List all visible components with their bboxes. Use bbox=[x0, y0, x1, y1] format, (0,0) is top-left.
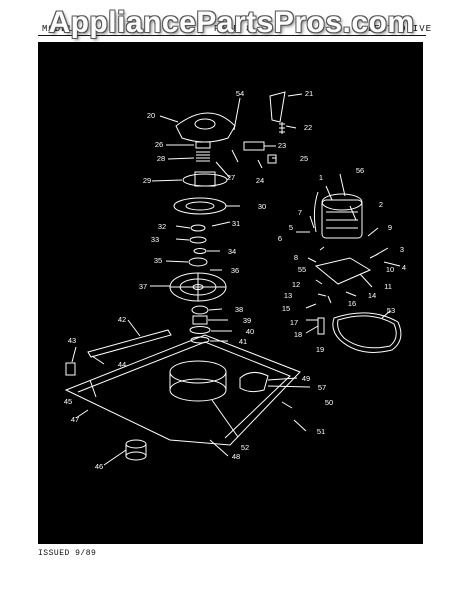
part-35 bbox=[188, 257, 208, 267]
part-19 bbox=[317, 317, 325, 335]
callout-9: 9 bbox=[388, 223, 392, 232]
watermark-logo: AppliancePartsPros.com bbox=[48, 6, 415, 39]
part-43 bbox=[65, 362, 76, 376]
part-34 bbox=[193, 248, 207, 254]
part-25 bbox=[267, 154, 277, 164]
callout-35: 35 bbox=[154, 256, 162, 265]
header-section: BELT DRIVE bbox=[368, 24, 433, 34]
callout-51: 51 bbox=[317, 427, 325, 436]
part-20-cover bbox=[175, 112, 236, 143]
callout-25: 25 bbox=[300, 154, 308, 163]
part-23 bbox=[243, 141, 265, 151]
callout-42: 42 bbox=[118, 315, 126, 324]
callout-3: 3 bbox=[400, 245, 404, 254]
callout-27: 27 bbox=[227, 173, 235, 182]
part-52-ring bbox=[169, 360, 227, 384]
callout-50: 50 bbox=[325, 398, 333, 407]
callout-47: 47 bbox=[71, 415, 79, 424]
part-42-rod bbox=[87, 329, 172, 358]
callout-22: 22 bbox=[304, 123, 312, 132]
part-32 bbox=[190, 224, 206, 232]
part-46-foot bbox=[125, 439, 147, 449]
callout-37: 37 bbox=[139, 282, 147, 291]
callout-1: 1 bbox=[319, 173, 323, 182]
callout-18: 18 bbox=[294, 330, 302, 339]
callout-11: 11 bbox=[384, 282, 392, 291]
callout-32: 32 bbox=[158, 222, 166, 231]
header-model: MODEL bbox=[42, 24, 75, 34]
callout-46: 46 bbox=[95, 462, 103, 471]
part-48-base bbox=[64, 334, 301, 446]
part-56-motor bbox=[321, 199, 363, 239]
callout-41: 41 bbox=[239, 337, 247, 346]
callout-8: 8 bbox=[294, 253, 298, 262]
part-39 bbox=[192, 315, 208, 325]
callout-31: 31 bbox=[232, 219, 240, 228]
callout-54: 54 bbox=[236, 89, 244, 98]
callout-29: 29 bbox=[143, 176, 151, 185]
callout-24: 24 bbox=[256, 176, 264, 185]
callout-55: 55 bbox=[298, 265, 306, 274]
callout-38: 38 bbox=[235, 305, 243, 314]
part-21 bbox=[269, 91, 286, 123]
callout-7: 7 bbox=[298, 208, 302, 217]
part-11-mount bbox=[314, 257, 372, 285]
part-30-ring bbox=[173, 197, 227, 215]
diagram-frame bbox=[38, 42, 423, 544]
callout-15: 15 bbox=[282, 304, 290, 313]
issue-date: ISSUED 9/89 bbox=[38, 549, 97, 558]
callout-44: 44 bbox=[118, 360, 126, 369]
callout-56: 56 bbox=[356, 166, 364, 175]
callout-4: 4 bbox=[402, 263, 406, 272]
callout-17: 17 bbox=[290, 318, 298, 327]
part-22 bbox=[279, 122, 285, 134]
callout-5: 5 bbox=[289, 223, 293, 232]
part-29 bbox=[182, 173, 228, 187]
callout-40: 40 bbox=[246, 327, 254, 336]
callout-36: 36 bbox=[231, 266, 239, 275]
callout-16: 16 bbox=[348, 299, 356, 308]
callout-10: 10 bbox=[386, 265, 394, 274]
callout-26: 26 bbox=[155, 140, 163, 149]
callout-28: 28 bbox=[157, 154, 165, 163]
part-26 bbox=[195, 141, 211, 149]
header-page: PAGE 8 bbox=[214, 24, 253, 34]
part-28-spring bbox=[196, 151, 210, 162]
callout-19: 19 bbox=[316, 345, 324, 354]
callout-6: 6 bbox=[278, 234, 282, 243]
callout-33: 33 bbox=[151, 235, 159, 244]
callout-34: 34 bbox=[228, 247, 236, 256]
callout-13: 13 bbox=[284, 291, 292, 300]
callout-23: 23 bbox=[278, 141, 286, 150]
callout-30: 30 bbox=[258, 202, 266, 211]
part-1-hose bbox=[313, 191, 319, 233]
callout-2: 2 bbox=[379, 200, 383, 209]
callout-14: 14 bbox=[368, 291, 376, 300]
callout-39: 39 bbox=[243, 316, 251, 325]
callout-57: 57 bbox=[318, 383, 326, 392]
part-49 bbox=[239, 372, 269, 393]
callout-20: 20 bbox=[147, 111, 155, 120]
part-33 bbox=[189, 236, 207, 244]
part-40 bbox=[189, 326, 211, 334]
callout-45: 45 bbox=[64, 397, 72, 406]
callout-43: 43 bbox=[68, 336, 76, 345]
callout-21: 21 bbox=[305, 89, 313, 98]
callout-53: 53 bbox=[387, 306, 395, 315]
callout-49: 49 bbox=[302, 374, 310, 383]
callout-12: 12 bbox=[292, 280, 300, 289]
header-rule bbox=[38, 35, 426, 36]
part-53-belt bbox=[332, 312, 402, 353]
callout-48: 48 bbox=[232, 452, 240, 461]
part-38 bbox=[191, 305, 209, 315]
callout-52: 52 bbox=[241, 443, 249, 452]
